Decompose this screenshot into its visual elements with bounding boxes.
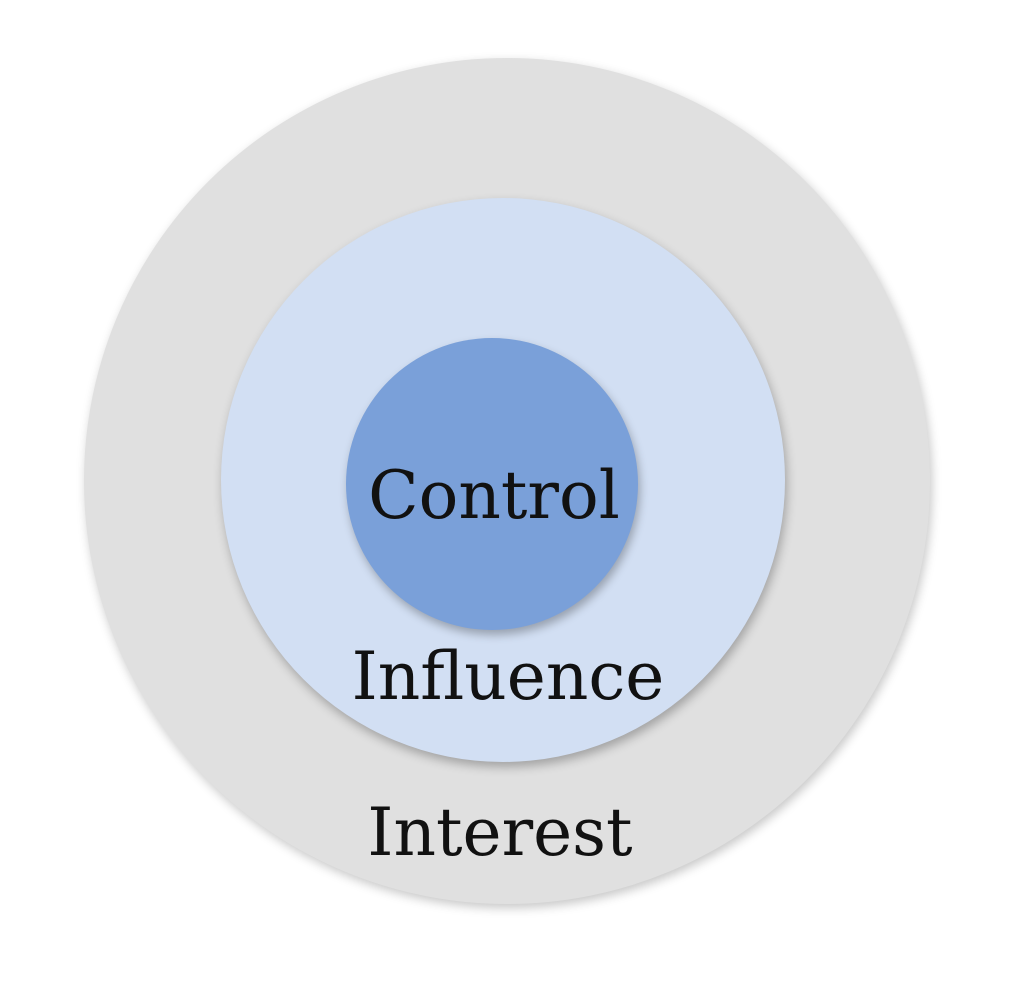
interest-label: Interest xyxy=(367,794,633,871)
influence-label: Influence xyxy=(351,638,665,715)
control-label: Control xyxy=(368,457,620,534)
control-circle xyxy=(346,338,638,630)
